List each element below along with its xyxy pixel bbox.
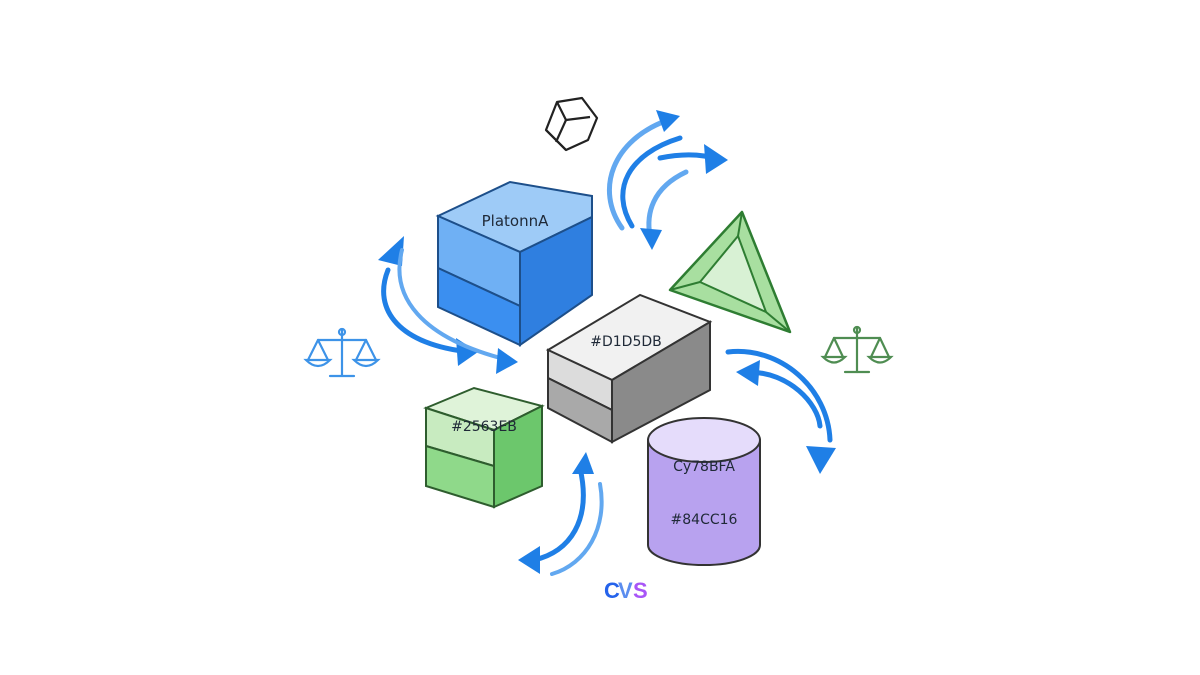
scale-icon (820, 325, 894, 374)
gray-box-label: #D1D5DB (590, 334, 662, 350)
cylinder-body (647, 439, 761, 566)
svg-text:C: C (604, 578, 620, 603)
gray-box-side (611, 320, 711, 444)
hexagon-prism-icon (544, 96, 599, 152)
blue-box-side (519, 215, 593, 347)
gray-box-block: #D1D5DB (545, 293, 713, 444)
cylinder-top-label: Cy78BFA (673, 459, 735, 475)
green-box-label: #2563EB (451, 419, 517, 435)
cylinder-block: Cy78BFA #84CC16 (647, 417, 761, 566)
blue-box-block: PlatonnA (435, 180, 593, 347)
svg-text:S: S (633, 578, 648, 603)
green-box-side (493, 404, 543, 509)
svg-text:V: V (618, 578, 633, 603)
cylinder-top (647, 417, 761, 463)
triangle-pyramid-icon (668, 210, 792, 334)
green-box-block: #2563EB (423, 386, 545, 509)
cylinder-body-label: #84CC16 (671, 512, 738, 528)
scale-icon (303, 327, 381, 378)
cycle-arrow-icon (378, 110, 836, 576)
blue-box-label: PlatonnA (482, 212, 549, 230)
cvs-logo: C V S (604, 578, 648, 603)
